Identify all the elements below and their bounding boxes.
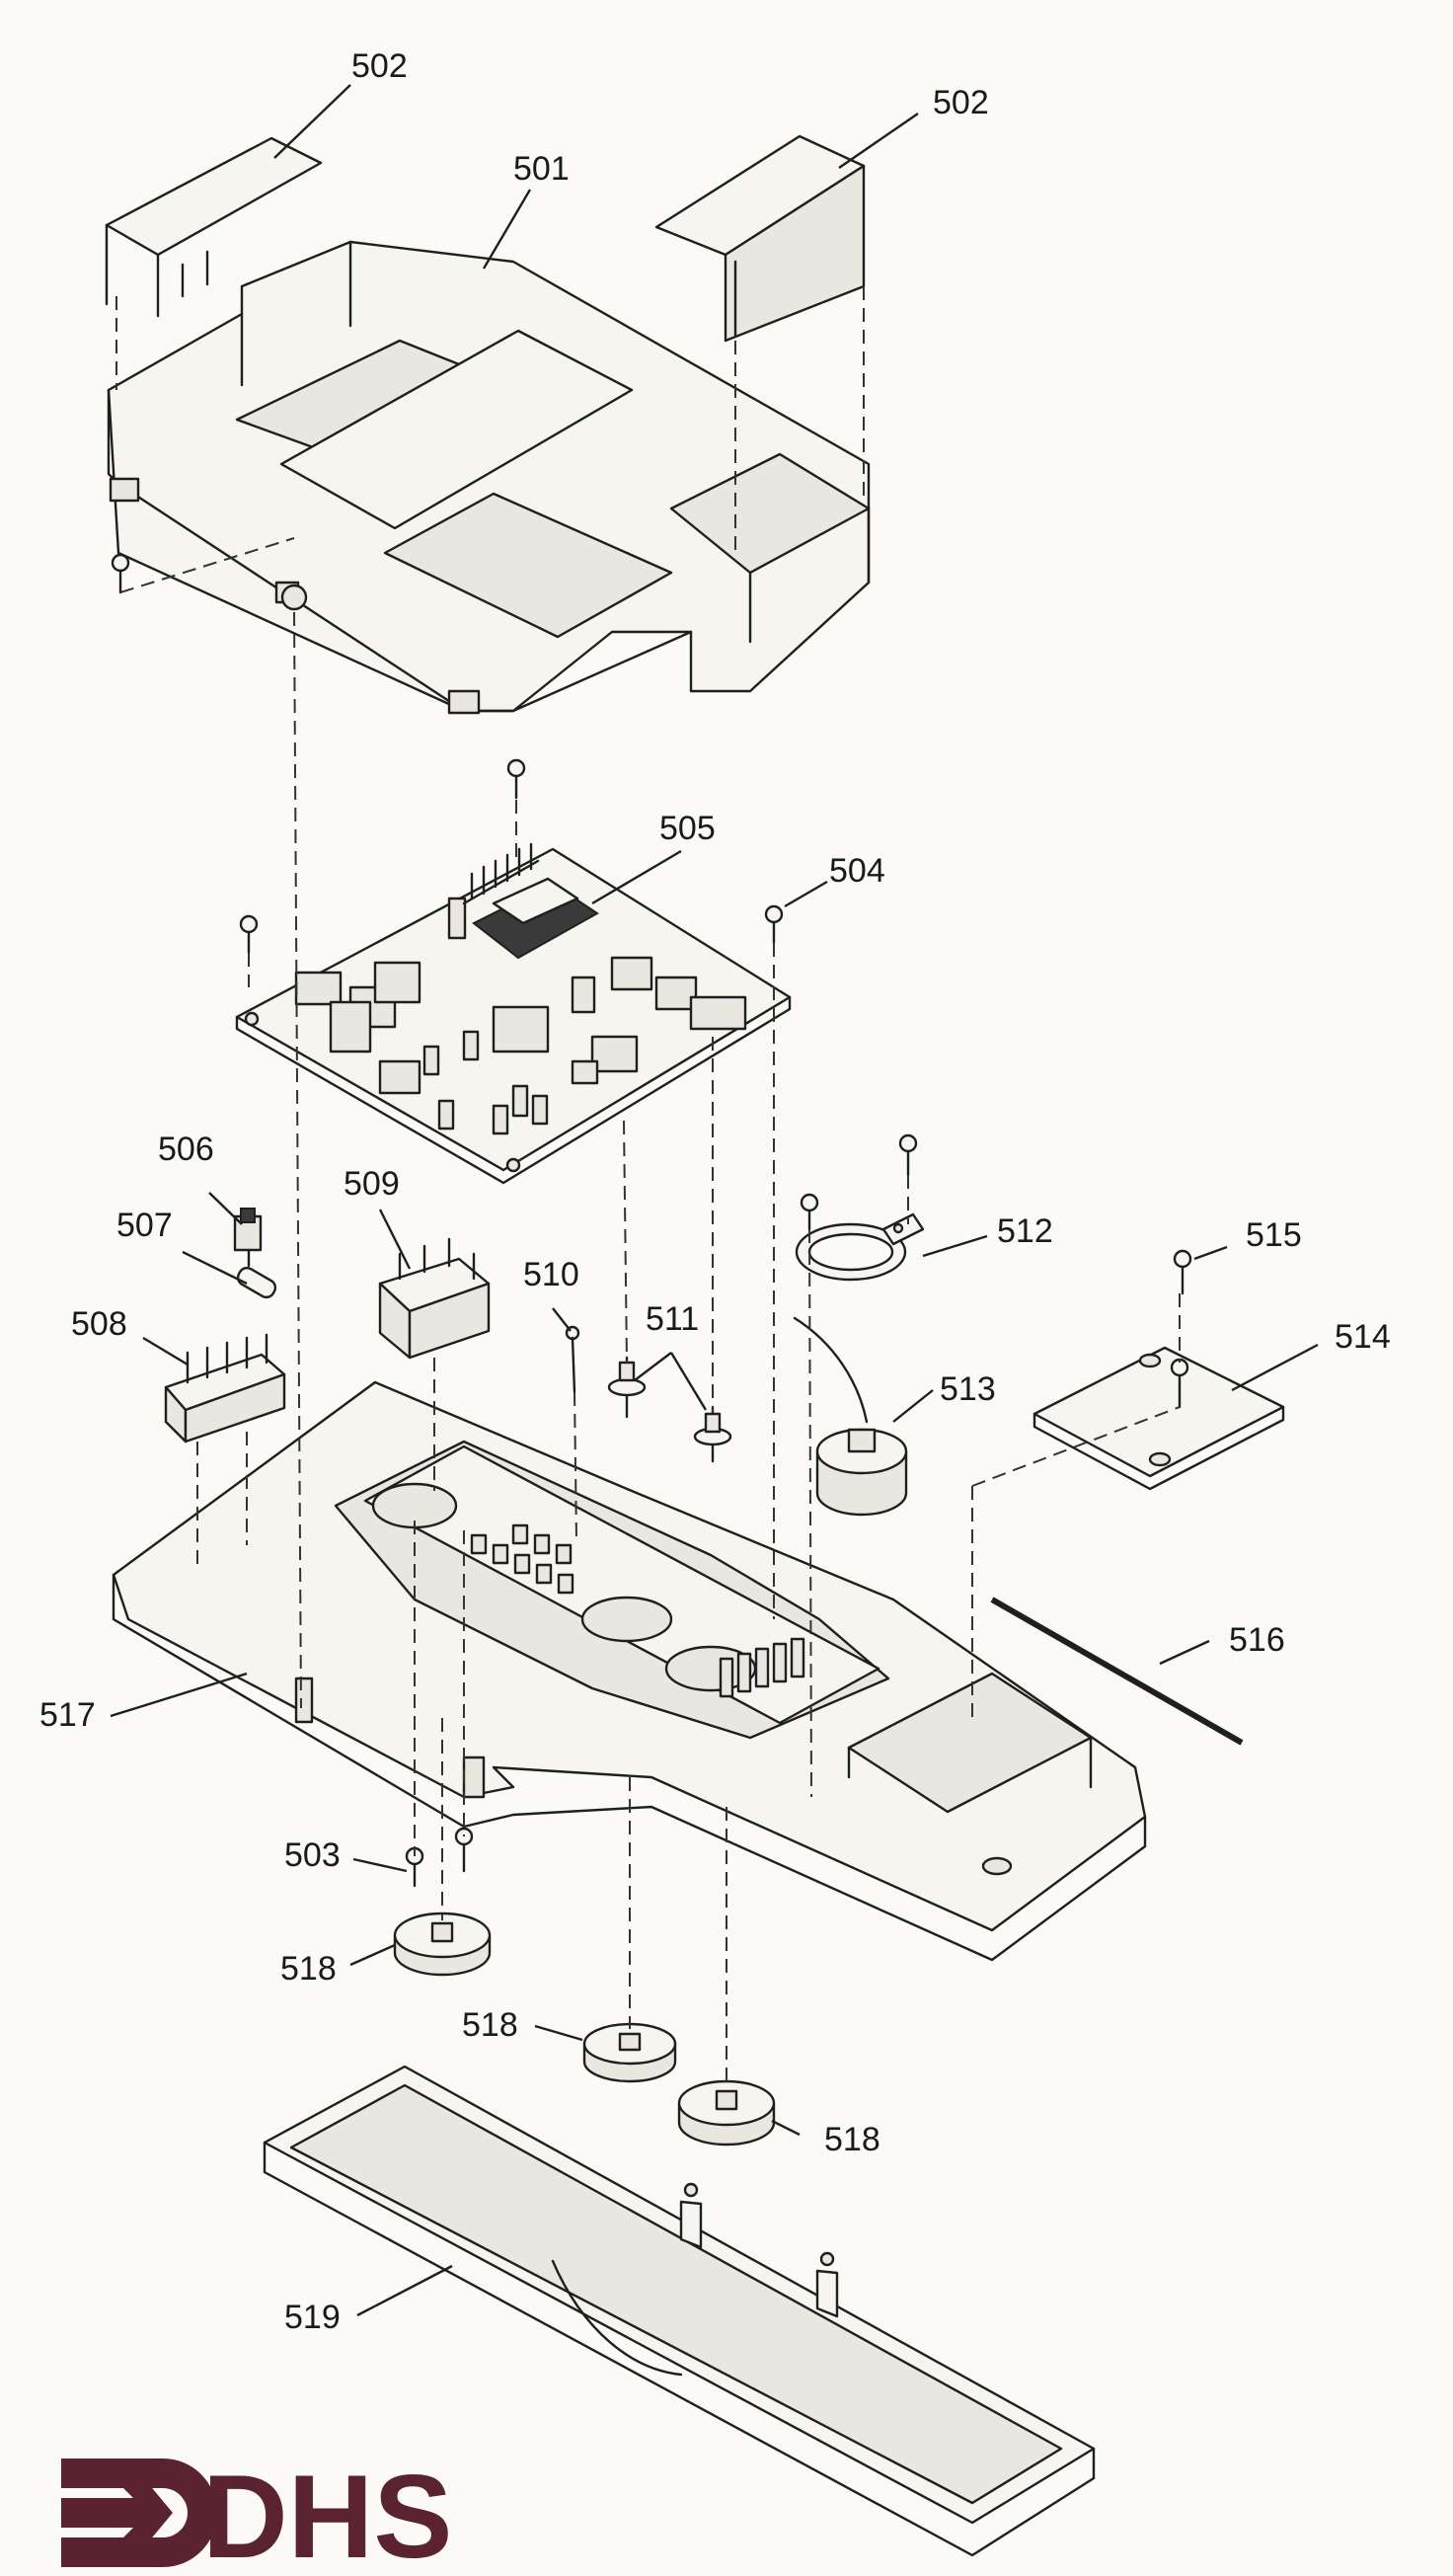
label-502-right: 502 (933, 84, 989, 121)
circuit-board-505 (235, 842, 792, 1185)
label-508: 508 (71, 1305, 127, 1343)
label-517: 517 (39, 1696, 96, 1734)
part-labels: 502 501 502 505 504 506 509 507 512 515 … (39, 47, 1391, 2336)
screw-512b (800, 1193, 819, 1231)
switch-506 (233, 1208, 263, 1268)
screw-514 (1170, 1358, 1189, 1409)
rod-516 (990, 1597, 1244, 1746)
label-513: 513 (940, 1370, 996, 1408)
dhs-logo: DHS (61, 2451, 452, 2576)
contact-pins (719, 1637, 805, 1698)
screw-cover (111, 553, 130, 594)
knob-518-left (393, 1912, 492, 1977)
alignment-lines (115, 286, 1181, 2088)
label-502-left: 502 (351, 47, 408, 85)
pin-510 (565, 1325, 580, 1394)
clip-502-right (654, 134, 866, 343)
label-506: 506 (158, 1131, 214, 1168)
fuse-507 (236, 1266, 277, 1299)
label-504: 504 (829, 852, 885, 890)
ring-clamp-512 (795, 1212, 925, 1282)
label-515: 515 (1246, 1216, 1302, 1254)
label-512: 512 (997, 1212, 1053, 1250)
label-518-mid: 518 (462, 2006, 518, 2044)
knob-518-right (677, 2079, 776, 2147)
label-501: 501 (513, 150, 570, 188)
plate-514 (1032, 1346, 1285, 1491)
sensor-513 (793, 1316, 908, 1517)
label-514: 514 (1335, 1318, 1391, 1356)
relay-509 (378, 1237, 491, 1360)
terminal-block-508 (164, 1333, 286, 1444)
spindle-511-right (693, 1405, 732, 1463)
label-518-left: 518 (280, 1950, 337, 1988)
knob-518-mid (582, 2022, 677, 2083)
screw-board-top (506, 758, 526, 800)
clip-502-left (105, 136, 323, 318)
label-516: 516 (1229, 1621, 1285, 1659)
label-518-right: 518 (824, 2121, 880, 2158)
label-509: 509 (344, 1165, 400, 1203)
screw-512 (898, 1133, 918, 1177)
label-519: 519 (284, 2299, 341, 2336)
label-503: 503 (284, 1836, 341, 1874)
arrow-into-bracket-icon (61, 2459, 217, 2567)
screw-504 (764, 904, 784, 945)
label-505: 505 (659, 810, 716, 847)
leader-lines (110, 84, 1319, 2317)
screws-503 (405, 1827, 474, 1888)
button-posts (470, 1523, 574, 1595)
screw-board-left (239, 914, 259, 955)
label-510: 510 (523, 1256, 579, 1293)
screw-515 (1173, 1249, 1192, 1295)
label-511: 511 (646, 1300, 699, 1338)
bottom-tray-519 (263, 2065, 1096, 2557)
label-507: 507 (116, 1207, 173, 1244)
spindle-511-left (607, 1356, 647, 1419)
logo-text: DHS (202, 2451, 452, 2576)
base-chassis-517 (112, 1380, 1147, 1962)
